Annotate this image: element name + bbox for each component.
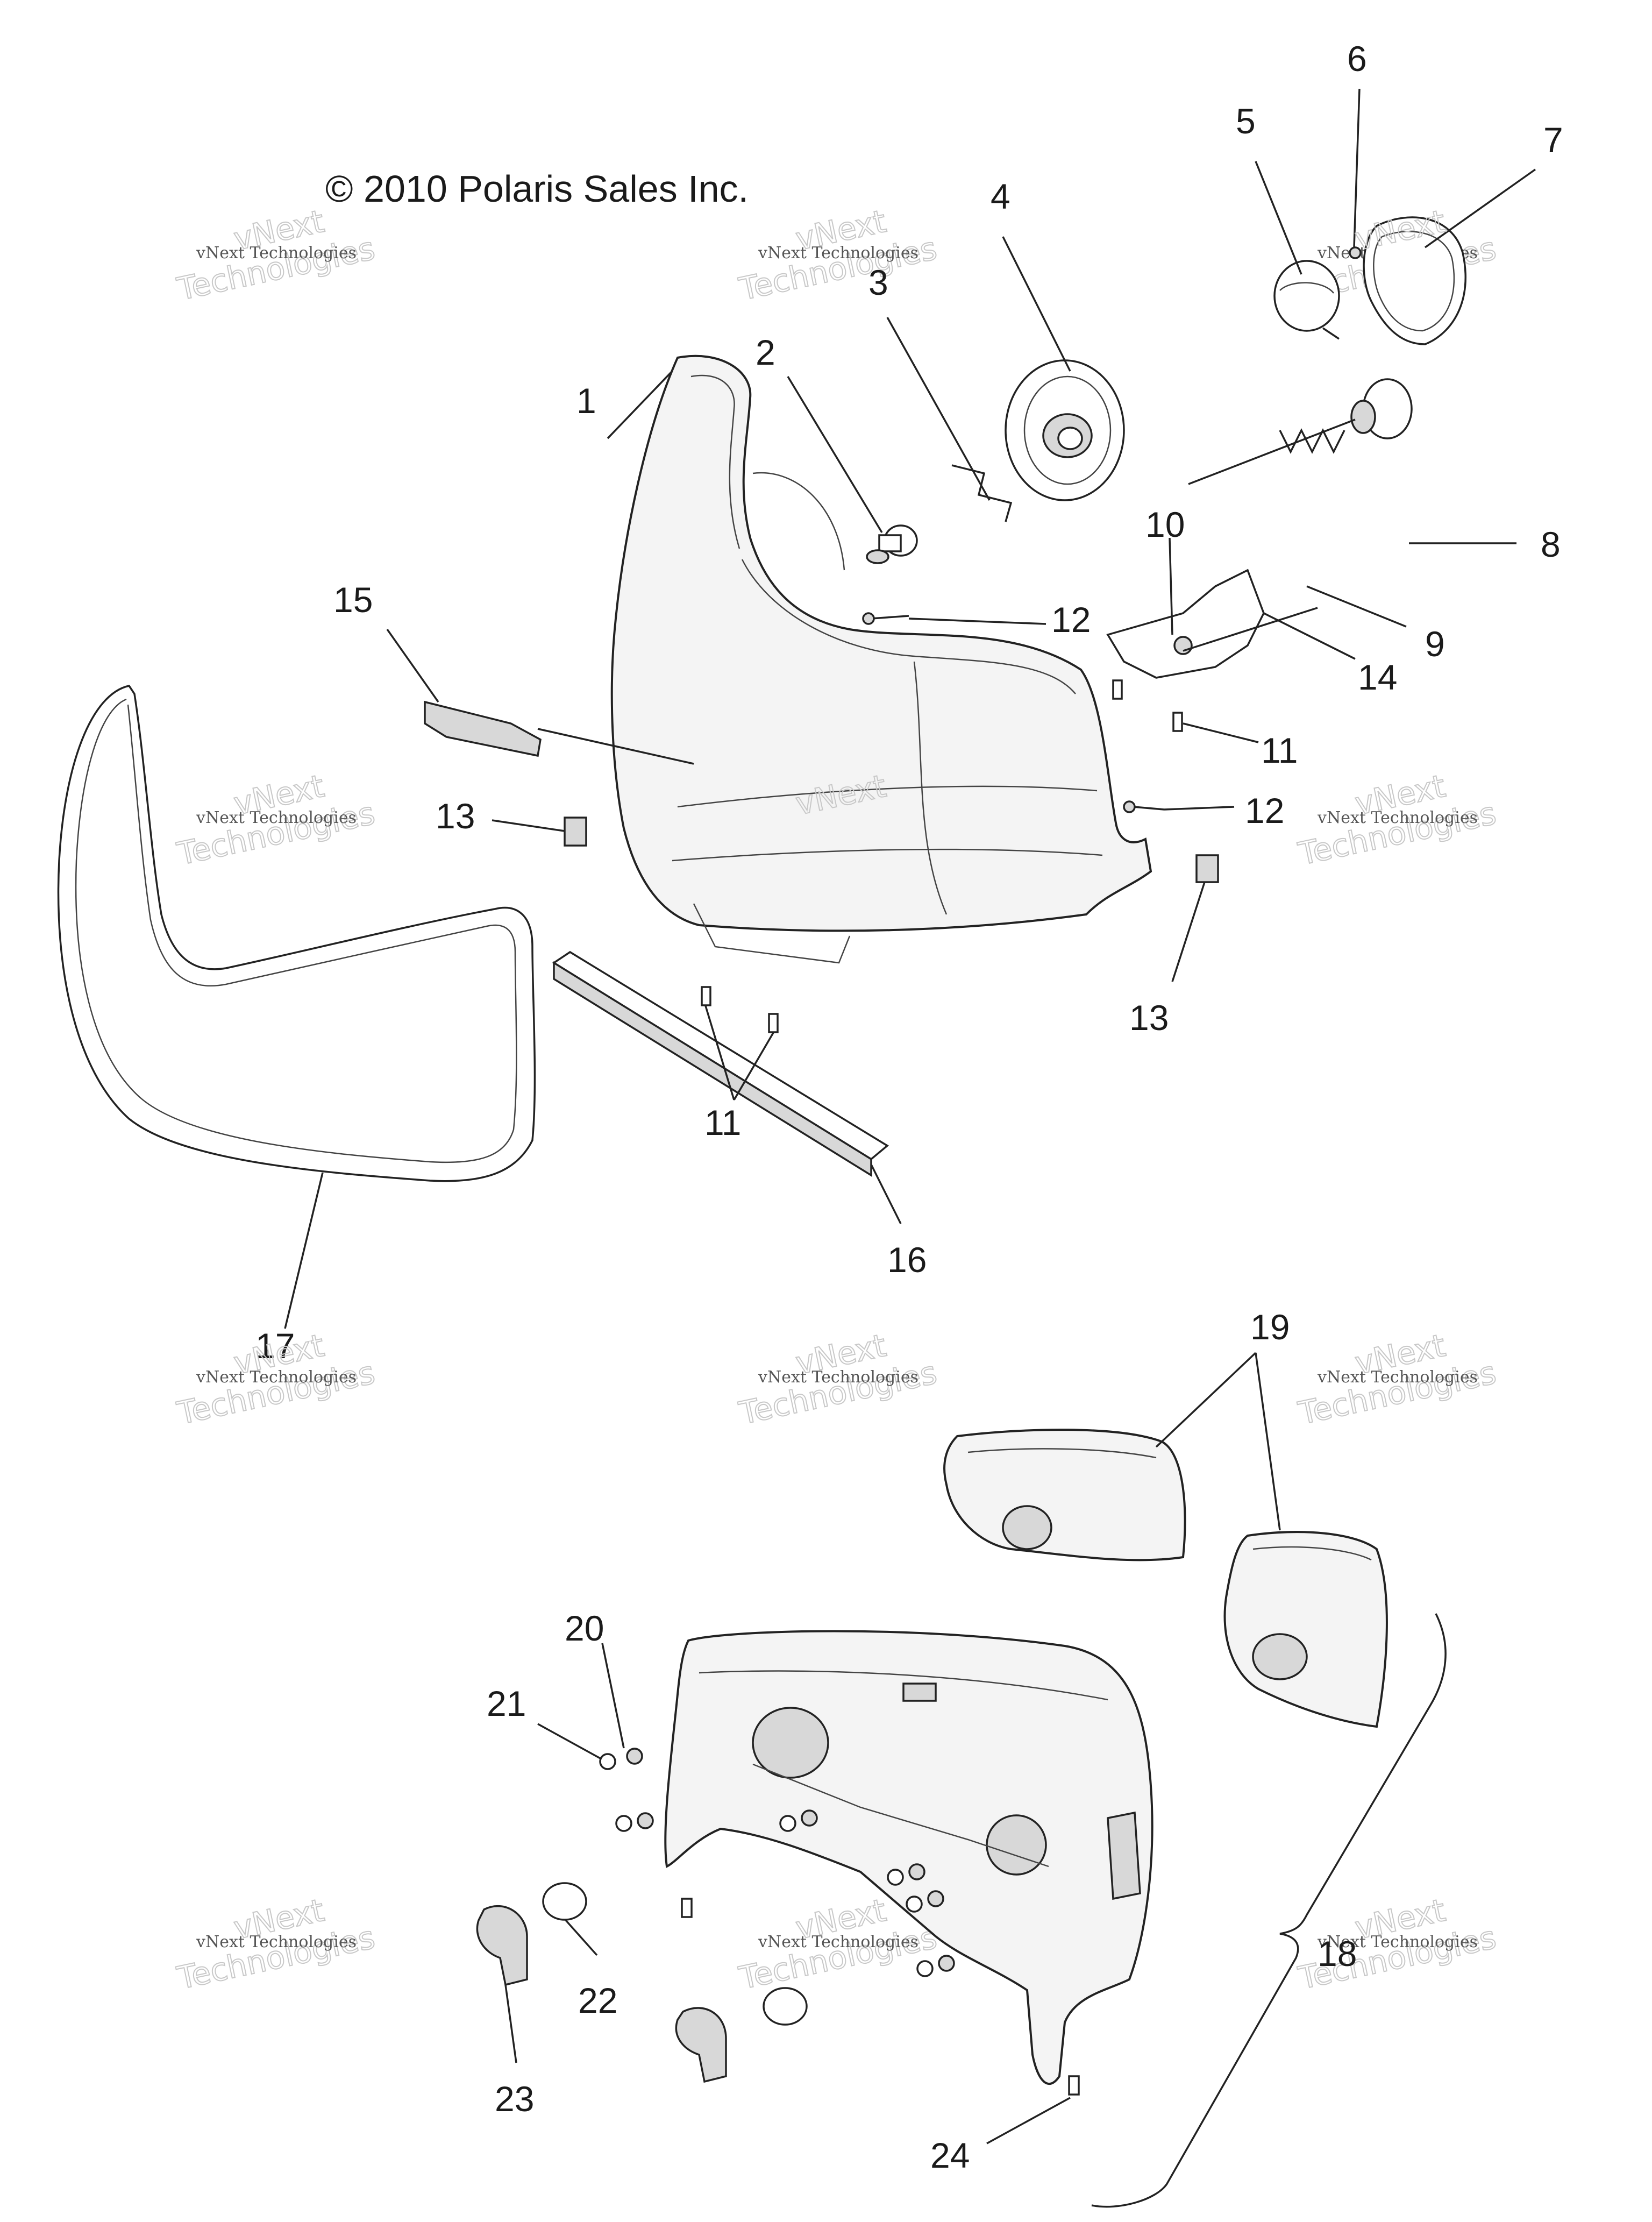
callout-22: 22: [578, 1980, 617, 2020]
callout-1: 1: [576, 381, 596, 421]
part-14-rod: [1183, 607, 1318, 652]
callout-19: 19: [1250, 1307, 1290, 1347]
part-4-reflector-cover: [1005, 359, 1125, 501]
leader-lines: [284, 88, 1536, 2145]
watermark-small: vNext Technologies: [758, 1368, 918, 1387]
watermark-small: vNext Technologies: [196, 1933, 357, 1951]
callout-14: 14: [1358, 657, 1397, 697]
callout-15: 15: [333, 580, 373, 620]
callout-4: 4: [991, 176, 1010, 216]
callout-11-right: 11: [1261, 730, 1298, 770]
callout-12-upper: 12: [1051, 600, 1091, 640]
callout-20: 20: [565, 1608, 604, 1648]
watermark-small: vNext Technologies: [758, 1933, 918, 1951]
part-13-clip-nuts: [564, 817, 1219, 883]
watermark-small: vNext Technologies: [1317, 808, 1478, 827]
part-2-bulb: [866, 524, 918, 564]
part-3-clip: [951, 464, 1013, 522]
callout-11-lower: 11: [704, 1103, 742, 1142]
part-19-headlight-assemblies: [943, 1429, 1388, 1728]
callout-13-left: 13: [436, 796, 475, 836]
part-5-lamp: [1273, 260, 1340, 340]
callout-2: 2: [756, 332, 775, 372]
part-10-bracket: [1106, 569, 1265, 679]
part-17-gasket: [57, 685, 536, 1182]
part-6-fastener: [1349, 246, 1362, 259]
callout-10: 10: [1145, 505, 1185, 544]
copyright-text: © 2010 Polaris Sales Inc.: [325, 168, 749, 210]
callout-5: 5: [1236, 101, 1256, 141]
callout-13-right: 13: [1129, 998, 1169, 1038]
watermark-small: vNext Technologies: [196, 808, 357, 827]
part-24-screw: [1068, 2075, 1080, 2096]
part-20-21-nuts-washers: [599, 1748, 955, 1977]
part-7-gasket: [1363, 216, 1466, 345]
watermark-small: vNext Technologies: [196, 244, 357, 262]
callout-16: 16: [887, 1240, 927, 1280]
part-12-screws: [862, 612, 1165, 813]
part-1-headlight-housing: [610, 354, 1152, 964]
callout-6: 6: [1347, 39, 1367, 79]
callout-17: 17: [255, 1326, 295, 1366]
watermark-small: vNext Technologies: [1317, 1368, 1478, 1387]
callout-3: 3: [868, 262, 888, 302]
callout-7: 7: [1543, 120, 1563, 160]
callout-9: 9: [1425, 624, 1445, 664]
callout-12-lower: 12: [1245, 791, 1284, 830]
bracket-brace-18: [1091, 1613, 1447, 2208]
part-9-spring: [1188, 418, 1356, 485]
part-15-foam-pad: [424, 700, 542, 757]
callout-18: 18: [1318, 1934, 1357, 1973]
watermark-small: vNext Technologies: [196, 1368, 357, 1387]
callout-8: 8: [1541, 524, 1561, 564]
part-22-23-bulbs-sockets: [476, 1882, 808, 2083]
part-11-clips: [701, 679, 1183, 1033]
callout-labels: 1 2 3 4 5 6 7 8 9 10 11 11 12 12 13 13 1…: [255, 39, 1563, 2175]
part-8-adjuster-knob: [1350, 378, 1413, 439]
watermark-small: vNext Technologies: [758, 244, 918, 262]
callout-24: 24: [930, 2135, 970, 2175]
part-18-headlight-bucket: [664, 1630, 1153, 2085]
watermark-small: vNext Technologies: [1317, 1933, 1478, 1951]
callout-21: 21: [487, 1684, 526, 1723]
callout-23: 23: [495, 2079, 534, 2119]
